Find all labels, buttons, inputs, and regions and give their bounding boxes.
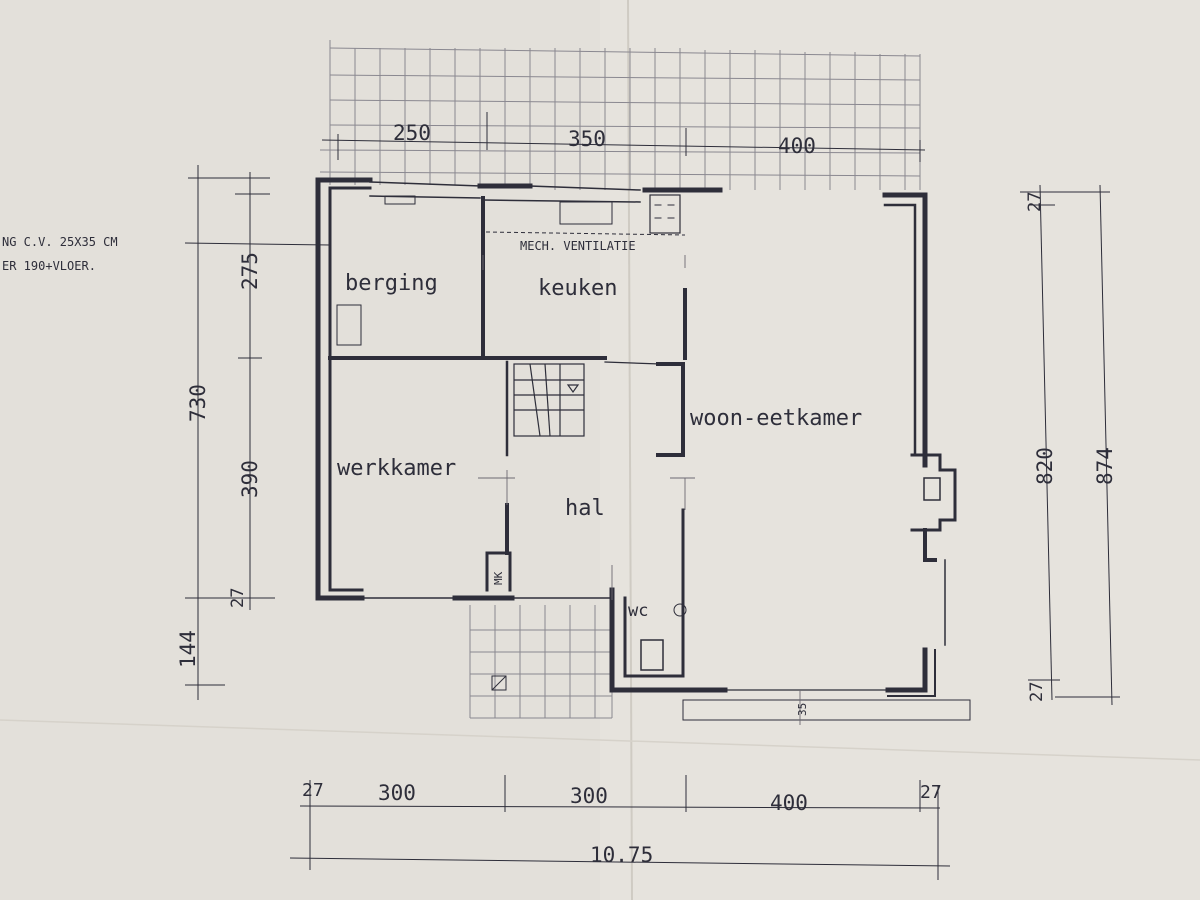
dim-bottom-400: 400 — [770, 791, 808, 815]
staircase — [513, 363, 585, 437]
room-label-keuken: keuken — [538, 276, 617, 301]
dim-bottom-27-right: 27 — [920, 782, 942, 803]
dim-bottom-300-a: 300 — [378, 781, 416, 805]
dimension-lines — [184, 112, 1120, 880]
dim-top-350: 350 — [568, 127, 606, 151]
room-label-woon-eetkamer: woon-eetkamer — [690, 406, 862, 431]
dim-left-275: 275 — [238, 252, 262, 290]
dim-right-27-bottom: 27 — [1027, 682, 1047, 702]
dim-right-874: 874 — [1093, 447, 1117, 485]
dim-bottom-300-b: 300 — [570, 784, 608, 808]
room-label-hal: hal — [565, 496, 605, 521]
room-label-werkkamer: werkkamer — [337, 456, 456, 481]
room-label-mk: MK — [492, 571, 505, 585]
dim-left-390: 390 — [238, 460, 262, 498]
dim-top-250: 250 — [393, 121, 431, 145]
room-label-berging: berging — [345, 271, 438, 296]
cv-note-line-1: NG C.V. 25X35 CM — [2, 235, 118, 249]
dim-right-820: 820 — [1033, 447, 1057, 485]
dim-right-27-top: 27 — [1025, 192, 1045, 212]
dim-left-144: 144 — [176, 630, 200, 668]
dim-left-27: 27 — [228, 588, 248, 608]
dim-total-width: 10.75 — [590, 843, 653, 867]
terrace-grid — [319, 40, 921, 190]
construction-lines — [478, 255, 801, 725]
walls — [315, 177, 971, 721]
dim-bottom-27-left: 27 — [302, 780, 324, 801]
dim-step-35: 35 — [796, 703, 809, 716]
ventilation-note: MECH. VENTILATIE — [520, 239, 636, 253]
fixtures — [336, 195, 687, 617]
cv-note-line-2: ER 190+VLOER. — [2, 259, 96, 273]
dim-top-400: 400 — [778, 134, 816, 158]
dim-left-730: 730 — [186, 384, 210, 422]
room-label-wc: wc — [628, 601, 648, 621]
